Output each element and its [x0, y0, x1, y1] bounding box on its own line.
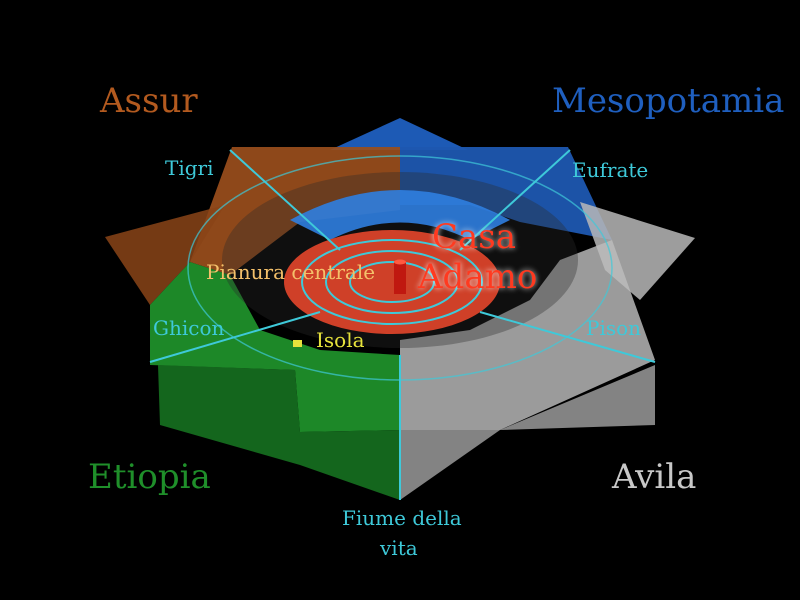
assur-left-point: [105, 205, 225, 305]
central-plain: [284, 230, 500, 334]
etiopia-sector: [150, 262, 400, 432]
region-label-assur: Assur: [100, 81, 198, 121]
avila-bottom-block: [400, 365, 655, 500]
river-label-eufrate: Eufrate: [572, 158, 649, 182]
region-label-avila: Avila: [612, 457, 697, 497]
river-line-ghicon: [149, 311, 321, 363]
river-label-tigri: Tigri: [165, 156, 214, 180]
river-label-fiume-line2: vita: [380, 536, 418, 560]
etiopia-bottom-block: [158, 365, 400, 500]
river-label-fiume-line1: Fiume della: [342, 506, 462, 530]
blue-inner-area: [290, 190, 510, 240]
river-line-tigri: [229, 149, 341, 251]
labyrinth-ring-3: [349, 261, 435, 303]
label-casa: Casa: [432, 217, 517, 257]
mesopotamia-top-point: [330, 118, 468, 150]
region-label-mesopotamia: Mesopotamia: [552, 81, 785, 121]
avila-sector: [400, 240, 655, 430]
river-line-eufrate: [459, 149, 571, 251]
mesopotamia-sector: [400, 147, 612, 240]
labyrinth-ring-2: [325, 250, 459, 314]
region-label-etiopia: Etiopia: [88, 457, 211, 497]
label-adamo: Adamo: [418, 257, 538, 297]
isola-marker: [293, 340, 302, 347]
avila-right-point: [580, 202, 695, 300]
assur-sector: [190, 147, 400, 275]
label-isola: Isola: [316, 328, 365, 352]
adam-house-pillar: [394, 262, 406, 294]
river-line-pison: [479, 311, 656, 363]
river-label-pison: Pison: [586, 316, 642, 340]
adam-house-top: [394, 259, 406, 265]
river-label-ghicon: Ghicon: [153, 316, 225, 340]
labyrinth-ring-1: [301, 239, 483, 325]
label-pianura-centrale: Pianura centrale: [206, 260, 376, 284]
